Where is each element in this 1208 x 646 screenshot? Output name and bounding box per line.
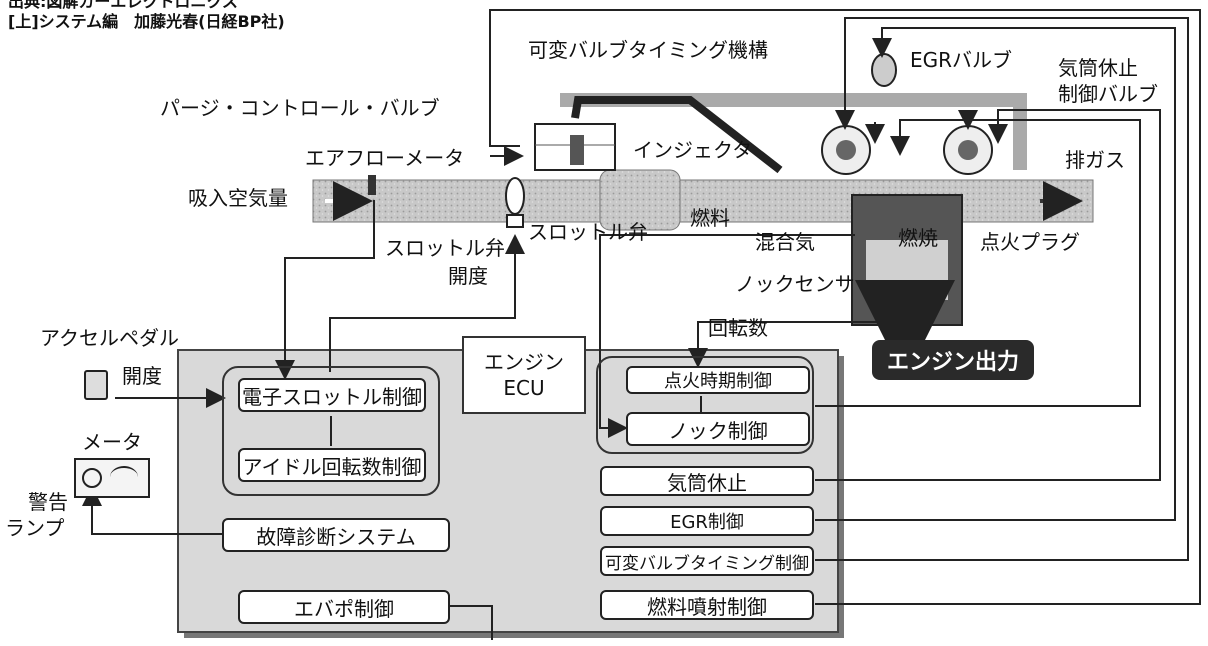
ecu-title-line-2: ECU [503,376,545,400]
label-mixture: 混合気 [755,230,815,254]
label-cyl-deact-valve-1: 気筒休止 [1058,56,1138,80]
exhaust-vvt-actuator [943,125,993,175]
label-spark-plug: 点火プラグ [980,230,1080,254]
electronic-throttle-control-box: 電子スロットル制御 [238,378,426,412]
ignition-control-group [596,356,814,454]
label-throttle-valve: スロットル弁 [528,220,648,244]
engine-ecu-title: エンジン ECU [462,336,586,414]
vvt-control-box: 可変バルブタイミング制御 [600,546,814,576]
label-combustion: 燃焼 [898,226,938,250]
label-purge-valve: パージ・コントロール・バルブ [160,96,440,120]
label-airflow-meter: エアフローメータ [305,146,465,170]
label-accel-pedal: アクセルペダル [40,326,179,350]
throttle-valve-icon [505,177,525,228]
egr-valve-icon [871,53,897,87]
throttle-control-group [222,366,440,496]
label-fuel: 燃料 [690,206,730,230]
idle-to-throttle-arrow [330,416,332,446]
egr-control-box: EGR制御 [600,506,814,536]
label-throttle-opening-2: 開度 [448,264,488,288]
knock-to-ignition-arrow [700,396,702,412]
label-meter: メータ [82,430,142,454]
meter-icon [74,458,150,498]
label-injector: インジェクタ [633,138,753,162]
intake-vvt-actuator [821,125,871,175]
label-opening: 開度 [122,364,162,388]
evap-control-box: エバポ制御 [238,590,450,624]
airflow-meter-icon [368,175,376,195]
label-intake-air: 吸入空気量 [188,186,288,210]
label-vvt-mechanism: 可変バルブタイミング機構 [528,38,768,62]
label-knock-sensor: ノックセンサ [735,272,855,296]
label-warning-lamp-1: 警告 [28,490,68,514]
ignition-timing-control-box: 点火時期制御 [626,366,810,394]
fuel-injection-control-box: 燃料噴射制御 [600,590,814,620]
label-exhaust: 排ガス [1065,148,1125,172]
knock-control-box: ノック制御 [626,412,810,446]
diagnosis-system-box: 故障診断システム [222,518,450,552]
source-line-1: 出典:図解カーエレクトロニクス [8,0,238,11]
fuel-line [571,96,783,174]
label-egr-valve: EGRバルブ [910,48,1013,72]
cylinder-deactivation-box: 気筒休止 [600,466,814,496]
label-throttle-opening-1: スロットル弁 [385,236,505,260]
label-warning-lamp-2: ランプ [5,516,65,540]
label-cyl-deact-valve-2: 制御バルブ [1058,82,1158,106]
label-rpm: 回転数 [708,316,768,340]
engine-output-box: エンジン出力 [872,340,1034,380]
signal-wires [82,9,1201,640]
fuel-tank [534,123,616,171]
engine-block [851,194,963,380]
ecu-title-line-1: エンジン [484,350,564,374]
accel-pedal-icon [84,370,108,400]
idle-speed-control-box: アイドル回転数制御 [238,448,426,482]
source-line-2: [上]システム編 加藤光春(日経BP社) [8,12,285,31]
